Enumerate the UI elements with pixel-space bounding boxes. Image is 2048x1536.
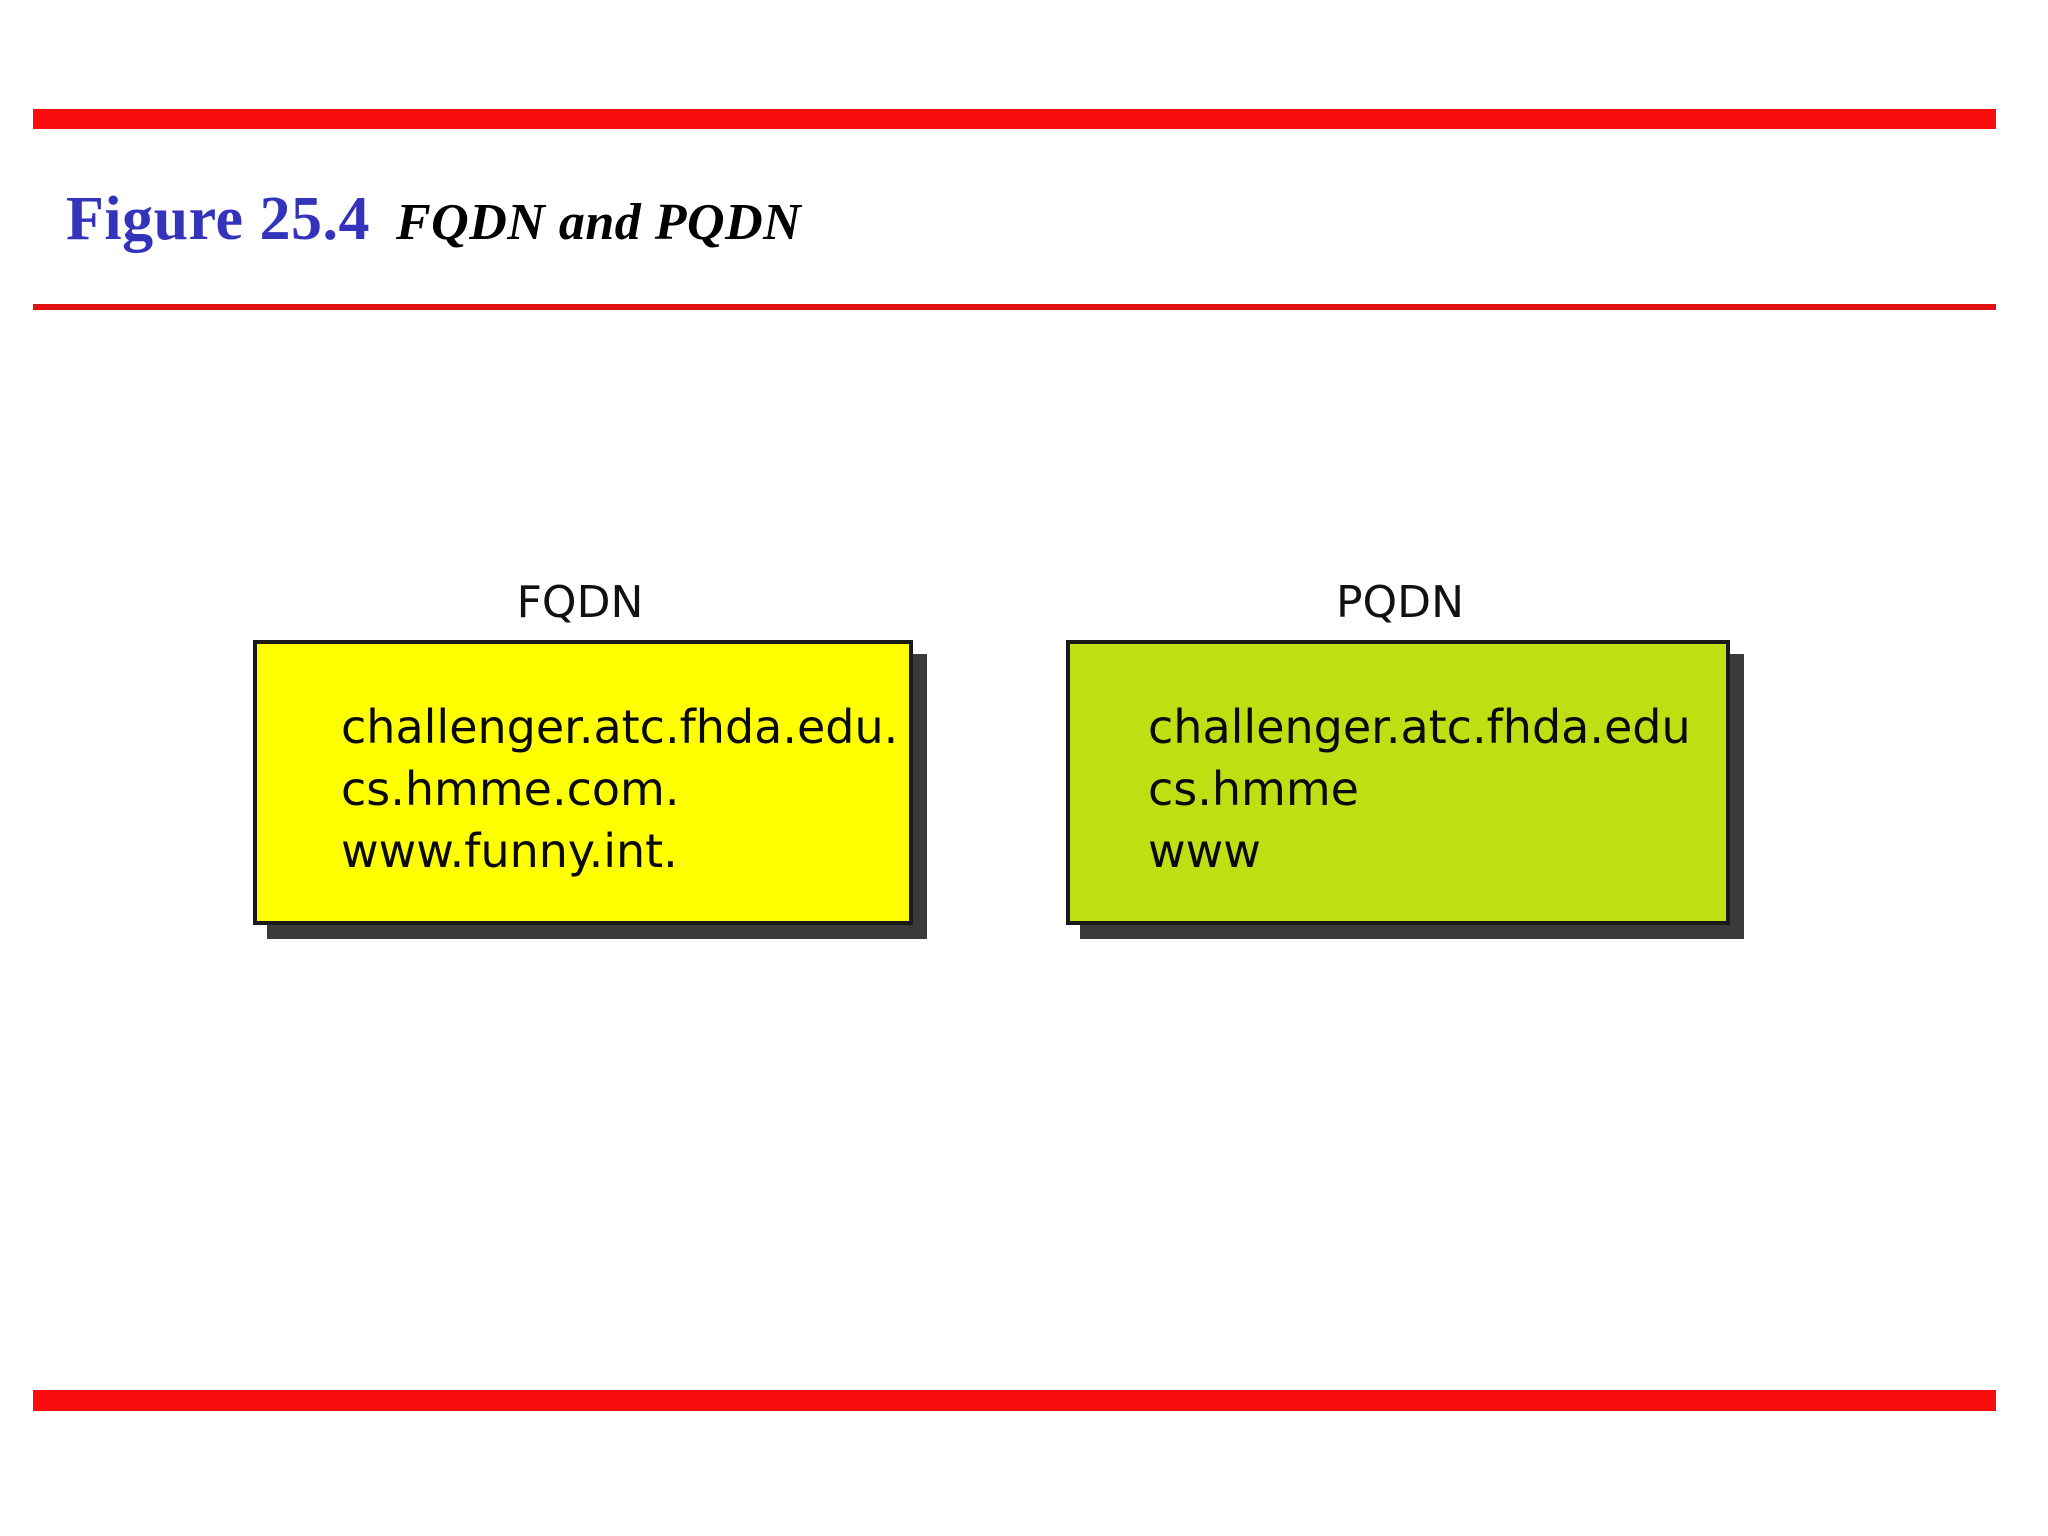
pqdn-line-3: www (1148, 824, 1261, 878)
top-red-rule (33, 109, 1996, 129)
bottom-red-rule (33, 1390, 1996, 1411)
fqdn-line-2: cs.hmme.com. (341, 762, 680, 816)
pqdn-column-label: PQDN (1336, 577, 1464, 628)
page-title: Figure 25.4 FQDN and PQDN (66, 188, 801, 250)
fqdn-line-1: challenger.atc.fhda.edu. (341, 700, 899, 754)
pqdn-line-1: challenger.atc.fhda.edu (1148, 700, 1691, 754)
fqdn-column-label: FQDN (516, 577, 644, 628)
fqdn-card: challenger.atc.fhda.edu. cs.hmme.com. ww… (253, 640, 913, 925)
fqdn-card-lines: challenger.atc.fhda.edu. cs.hmme.com. ww… (257, 696, 909, 882)
figure-caption: FQDN and PQDN (396, 194, 802, 251)
fqdn-line-3: www.funny.int. (341, 824, 678, 878)
title-underline-rule (33, 304, 1996, 310)
pqdn-line-2: cs.hmme (1148, 762, 1359, 816)
pqdn-card-lines: challenger.atc.fhda.edu cs.hmme www (1070, 696, 1726, 882)
pqdn-card: challenger.atc.fhda.edu cs.hmme www (1066, 640, 1730, 925)
figure-number: Figure 25.4 (66, 185, 370, 253)
